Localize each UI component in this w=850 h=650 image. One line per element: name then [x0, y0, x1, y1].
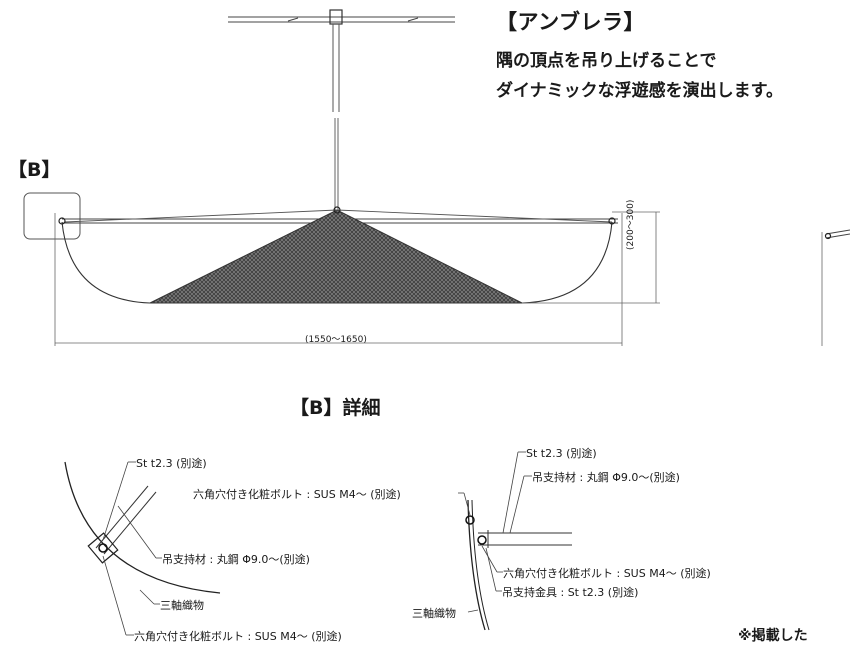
ceiling-rail — [228, 9, 455, 25]
left-bolt-label: 六角穴付き化粧ボルト : SUS M4〜 (別途) — [134, 630, 342, 643]
width-dimension-label: (1550〜1650) — [305, 335, 367, 345]
left-steel-plate-label: St t2.3 (別途) — [136, 457, 207, 470]
height-dimension-label: (200〜300) — [626, 199, 636, 250]
fabric-curve-left — [61, 221, 151, 304]
right-partial-view — [821, 229, 850, 346]
detail-b-callout-box — [23, 192, 81, 240]
height-dimension-line — [522, 211, 660, 304]
right-fabric-label: 三軸織物 — [412, 607, 456, 620]
detail-title: 【B】詳細 — [290, 397, 381, 419]
right-bolt-bottom-label: 六角穴付き化粧ボルト : SUS M4〜 (別途) — [503, 567, 711, 580]
right-bracket-label: 吊支持金具 : St t2.3 (別途) — [502, 586, 639, 599]
rope-right — [336, 209, 613, 223]
left-fabric-label: 三軸織物 — [160, 599, 204, 612]
width-dimension-line — [54, 213, 623, 346]
left-suspension-rod-label: 吊支持材 : 丸鋼 Φ9.0〜(別途) — [162, 553, 310, 566]
description-line-1: 隅の頂点を吊り上げることで — [496, 51, 717, 71]
footer-note: ※掲載した — [738, 628, 808, 644]
description-line-2: ダイナミックな浮遊感を演出します。 — [496, 81, 783, 101]
mesh-fabric-triangle — [149, 209, 523, 304]
detail-right-drawing — [458, 451, 572, 631]
right-suspension-rod-label: 吊支持材 : 丸鋼 Φ9.0〜(別途) — [532, 471, 680, 484]
detail-b-label: 【B】 — [8, 159, 61, 181]
detail-left-drawing — [64, 461, 221, 636]
fabric-curve-right — [521, 221, 613, 304]
right-bolt-top-label: 六角穴付き化粧ボルト : SUS M4〜 (別途) — [193, 488, 401, 501]
right-steel-plate-label: St t2.3 (別途) — [526, 447, 597, 460]
rope-left — [64, 209, 338, 223]
page-title: 【アンブレラ】 — [496, 10, 646, 34]
hanger-pipe — [332, 24, 340, 210]
